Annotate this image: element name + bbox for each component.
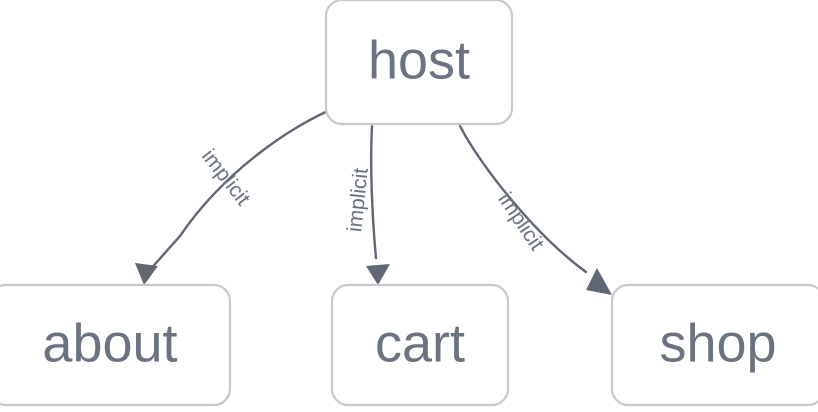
node-box-cart — [330, 283, 510, 407]
node-label-cart: cart — [375, 313, 465, 373]
node-label-host: host — [368, 30, 470, 90]
node-box-about — [0, 283, 232, 407]
edge-host-about[interactable]: implicit — [135, 108, 332, 285]
edge-label-host-about: implicit — [197, 145, 255, 210]
edge-path-host-cart — [370, 124, 378, 260]
arrowhead-icon-host-about — [135, 263, 158, 285]
node-box-host — [324, 0, 514, 126]
edge-path-host-about — [146, 108, 332, 274]
node-host[interactable]: host — [324, 0, 514, 126]
edge-label-host-cart: implicit — [343, 167, 373, 233]
node-label-about: about — [42, 313, 177, 373]
edge-path-host-shop — [458, 124, 588, 274]
arrowhead-icon-host-cart — [366, 264, 390, 285]
node-box-shop — [610, 283, 818, 407]
edge-label-host-shop: implicit — [493, 188, 548, 254]
node-shop[interactable]: shop — [610, 283, 818, 407]
edge-host-shop[interactable]: implicit — [458, 124, 612, 295]
node-cart[interactable]: cart — [330, 283, 510, 407]
edge-host-cart[interactable]: implicit — [343, 124, 390, 285]
node-about[interactable]: about — [0, 283, 232, 407]
node-label-shop: shop — [659, 313, 776, 373]
arrowhead-icon-host-shop — [586, 268, 612, 295]
